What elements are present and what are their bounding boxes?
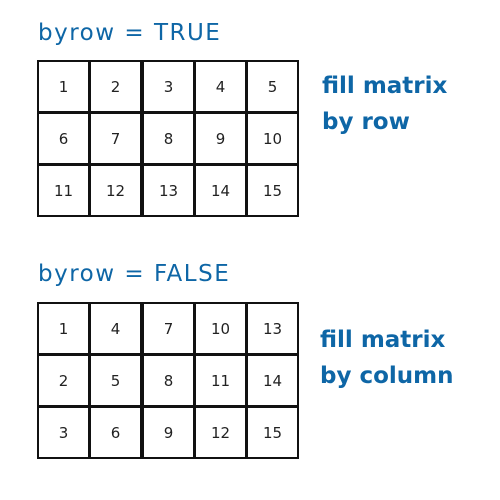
matrix-cell: 5 — [89, 354, 142, 407]
matrix-cell: 7 — [89, 112, 142, 165]
matrix-cell: 10 — [194, 302, 247, 355]
matrix-cell: 3 — [37, 406, 90, 459]
matrix-cell: 1 — [37, 60, 90, 113]
description-line: fill matrix — [320, 327, 446, 353]
matrix-cell: 12 — [194, 406, 247, 459]
matrix-cell: 14 — [246, 354, 299, 407]
matrix-cell: 4 — [194, 60, 247, 113]
matrix-cell: 3 — [142, 60, 195, 113]
matrix-cell: 11 — [194, 354, 247, 407]
matrix-cell: 14 — [194, 164, 247, 217]
matrix-cell: 7 — [142, 302, 195, 355]
matrix-cell: 9 — [194, 112, 247, 165]
description-line: fill matrix — [322, 73, 448, 99]
matrix-cell: 5 — [246, 60, 299, 113]
matrix-cell: 2 — [37, 354, 90, 407]
panel-heading: byrow = TRUE — [38, 20, 222, 46]
description-line: by row — [322, 109, 410, 135]
panel-description: fill matrix by column — [320, 322, 454, 394]
description-line: by column — [320, 363, 454, 389]
matrix-cell: 10 — [246, 112, 299, 165]
matrix-cell: 15 — [246, 164, 299, 217]
matrix-cell: 6 — [37, 112, 90, 165]
matrix-cell: 13 — [142, 164, 195, 217]
matrix-cell: 6 — [89, 406, 142, 459]
matrix-cell: 12 — [89, 164, 142, 217]
matrix-cell: 13 — [246, 302, 299, 355]
matrix-cell: 2 — [89, 60, 142, 113]
matrix-cell: 9 — [142, 406, 195, 459]
matrix-cell: 11 — [37, 164, 90, 217]
panel-description: fill matrix by row — [322, 68, 447, 140]
matrix-cell: 1 — [37, 302, 90, 355]
matrix-cell: 8 — [142, 112, 195, 165]
matrix-cell: 4 — [89, 302, 142, 355]
panel-heading: byrow = FALSE — [38, 261, 231, 287]
matrix-cell: 15 — [246, 406, 299, 459]
matrix-cell: 8 — [142, 354, 195, 407]
